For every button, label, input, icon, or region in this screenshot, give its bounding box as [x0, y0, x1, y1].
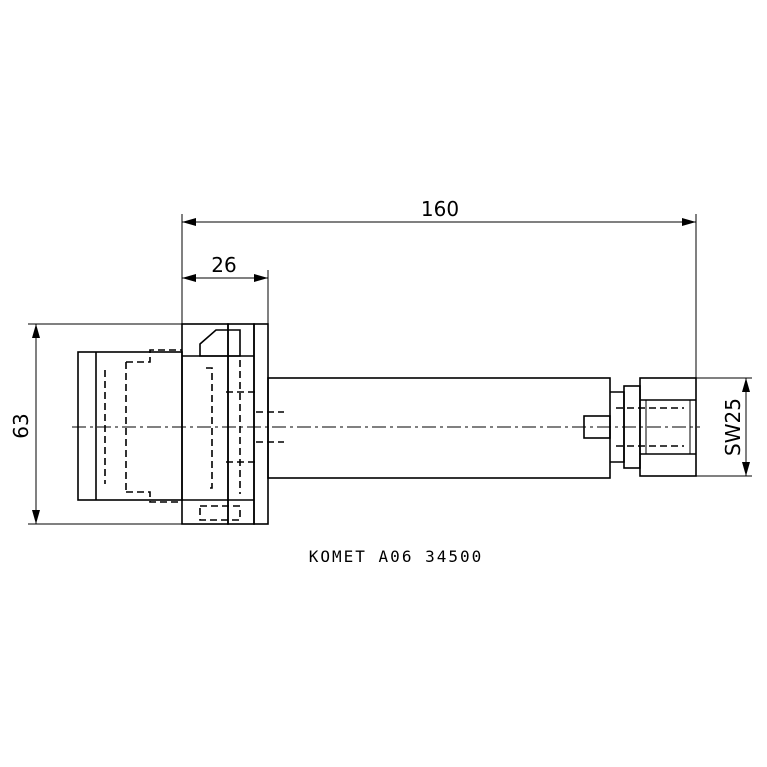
dimension-label-sw25: SW25 — [721, 398, 745, 456]
shank — [267, 377, 611, 479]
flange — [181, 323, 284, 525]
part-caption: KOMET A06 34500 — [309, 547, 484, 566]
dimension-flange-length — [182, 270, 269, 324]
dimension-label-63: 63 — [9, 413, 33, 438]
dimension-diameter — [28, 323, 182, 525]
collet-nut — [583, 377, 697, 477]
dimension-label-160: 160 — [421, 197, 459, 221]
dimension-overall-length — [181, 214, 697, 378]
dimension-label-26: 26 — [211, 253, 236, 277]
coupling-body — [77, 349, 183, 503]
dimension-wrench-size — [696, 377, 752, 477]
